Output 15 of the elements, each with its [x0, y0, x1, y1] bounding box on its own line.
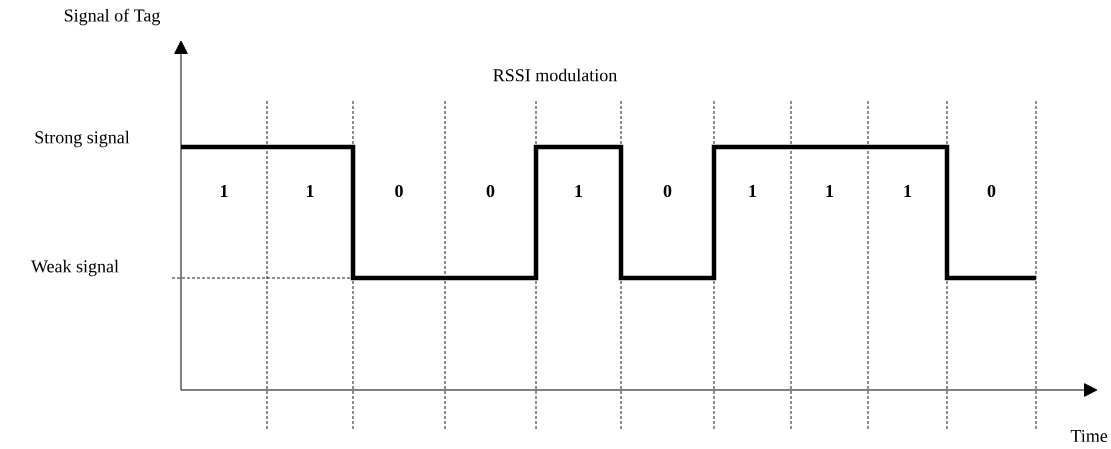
bit-value: 1 — [904, 185, 912, 197]
bit-value: 0 — [663, 184, 672, 198]
bit-value: 1 — [220, 185, 228, 197]
bit-value: 1 — [306, 185, 314, 197]
chart-title: RSSI modulation — [493, 68, 617, 82]
level-label: Weak signal — [31, 259, 119, 277]
axis-label: Time — [1070, 429, 1108, 443]
level-label: Strong signal — [35, 130, 130, 148]
bit-value: 0 — [486, 184, 495, 198]
bit-value: 1 — [749, 185, 757, 197]
bit-value: 0 — [987, 184, 996, 198]
bit-value: 0 — [395, 184, 403, 198]
bit-value: 1 — [575, 185, 583, 197]
bit-value: 1 — [826, 185, 834, 197]
axis-label: Signal of Tag — [64, 8, 161, 26]
